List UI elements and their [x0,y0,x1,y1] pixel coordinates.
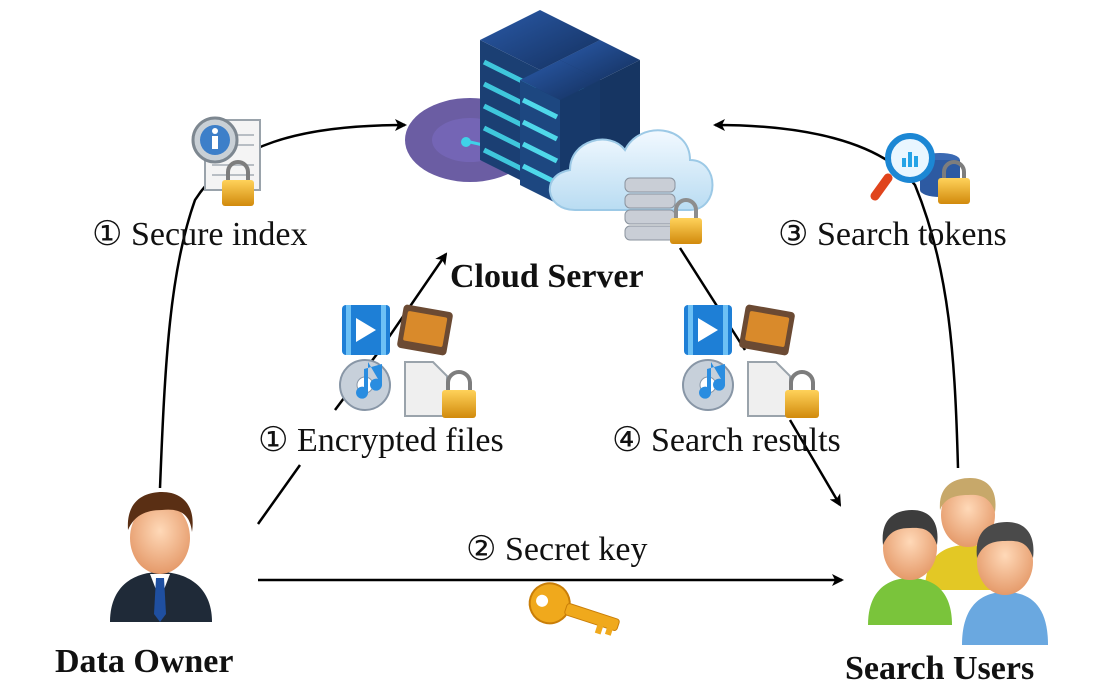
label-data-owner: Data Owner [55,643,234,680]
arrow-search-tokens [713,119,960,469]
search-users-group-icon [868,478,1048,645]
encrypted-files-cluster [339,304,476,418]
label-cloud-server: Cloud Server [450,258,644,295]
label-search-results: ④ Search results [612,422,841,459]
arrow-search-results [678,247,840,505]
video-file-icon [684,305,732,355]
label-search-tokens: ③ Search tokens [778,216,1007,253]
cloud-database-lock-icon [549,129,714,244]
image-file-icon [397,304,453,356]
label-secure-index: ① Secure index [92,216,308,253]
locked-document-icon [404,361,476,418]
label-search-users: Search Users [845,650,1035,687]
search-results-cluster [682,304,819,418]
locked-document-icon [747,361,819,418]
video-file-icon [342,305,390,355]
data-owner-avatar-icon [110,492,212,622]
connector-arrows [158,119,960,586]
arrow-secure-index [158,119,407,489]
label-secret-key: ② Secret key [466,531,648,568]
key-icon [528,582,620,636]
music-file-icon [682,359,734,411]
music-file-icon [339,359,391,411]
label-encrypted-files: ① Encrypted files [258,422,504,459]
secure-index-document-icon [191,116,261,206]
image-file-icon [739,304,795,356]
search-token-icon [870,133,970,204]
